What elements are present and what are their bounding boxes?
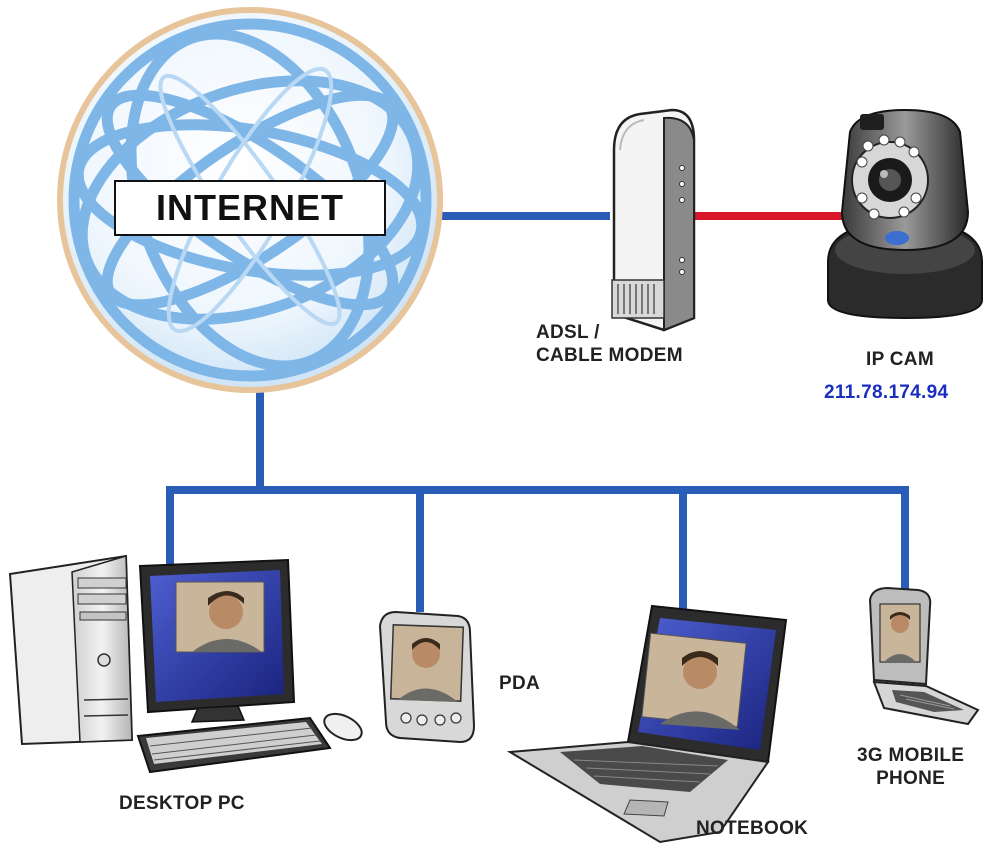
mobile-phone-icon (868, 586, 980, 726)
phone-label-line2: PHONE (876, 767, 946, 789)
notebook-label: NOTEBOOK (696, 818, 809, 839)
ipcam-label: IP CAM (866, 349, 934, 370)
phone-label: 3G MOBILE PHONE (857, 745, 964, 791)
modem-label-line2: CABLE MODEM (536, 344, 683, 366)
desktop-label: DESKTOP PC (119, 793, 245, 814)
phone-label-line1: 3G MOBILE (857, 745, 965, 766)
pda-icon (378, 610, 476, 744)
ip-camera-icon (827, 108, 983, 320)
pda-label: PDA (499, 673, 541, 694)
modem-icon (611, 108, 696, 332)
notebook-icon (506, 604, 788, 844)
modem-label-line1: ADSL / (536, 322, 600, 343)
connection-lines (166, 212, 909, 612)
modem-label: ADSL / CABLE MODEM (536, 322, 683, 368)
internet-label: INTERNET (114, 180, 386, 236)
ipcam-address: 211.78.174.94 (824, 382, 949, 403)
desktop-pc-icon (8, 554, 363, 774)
